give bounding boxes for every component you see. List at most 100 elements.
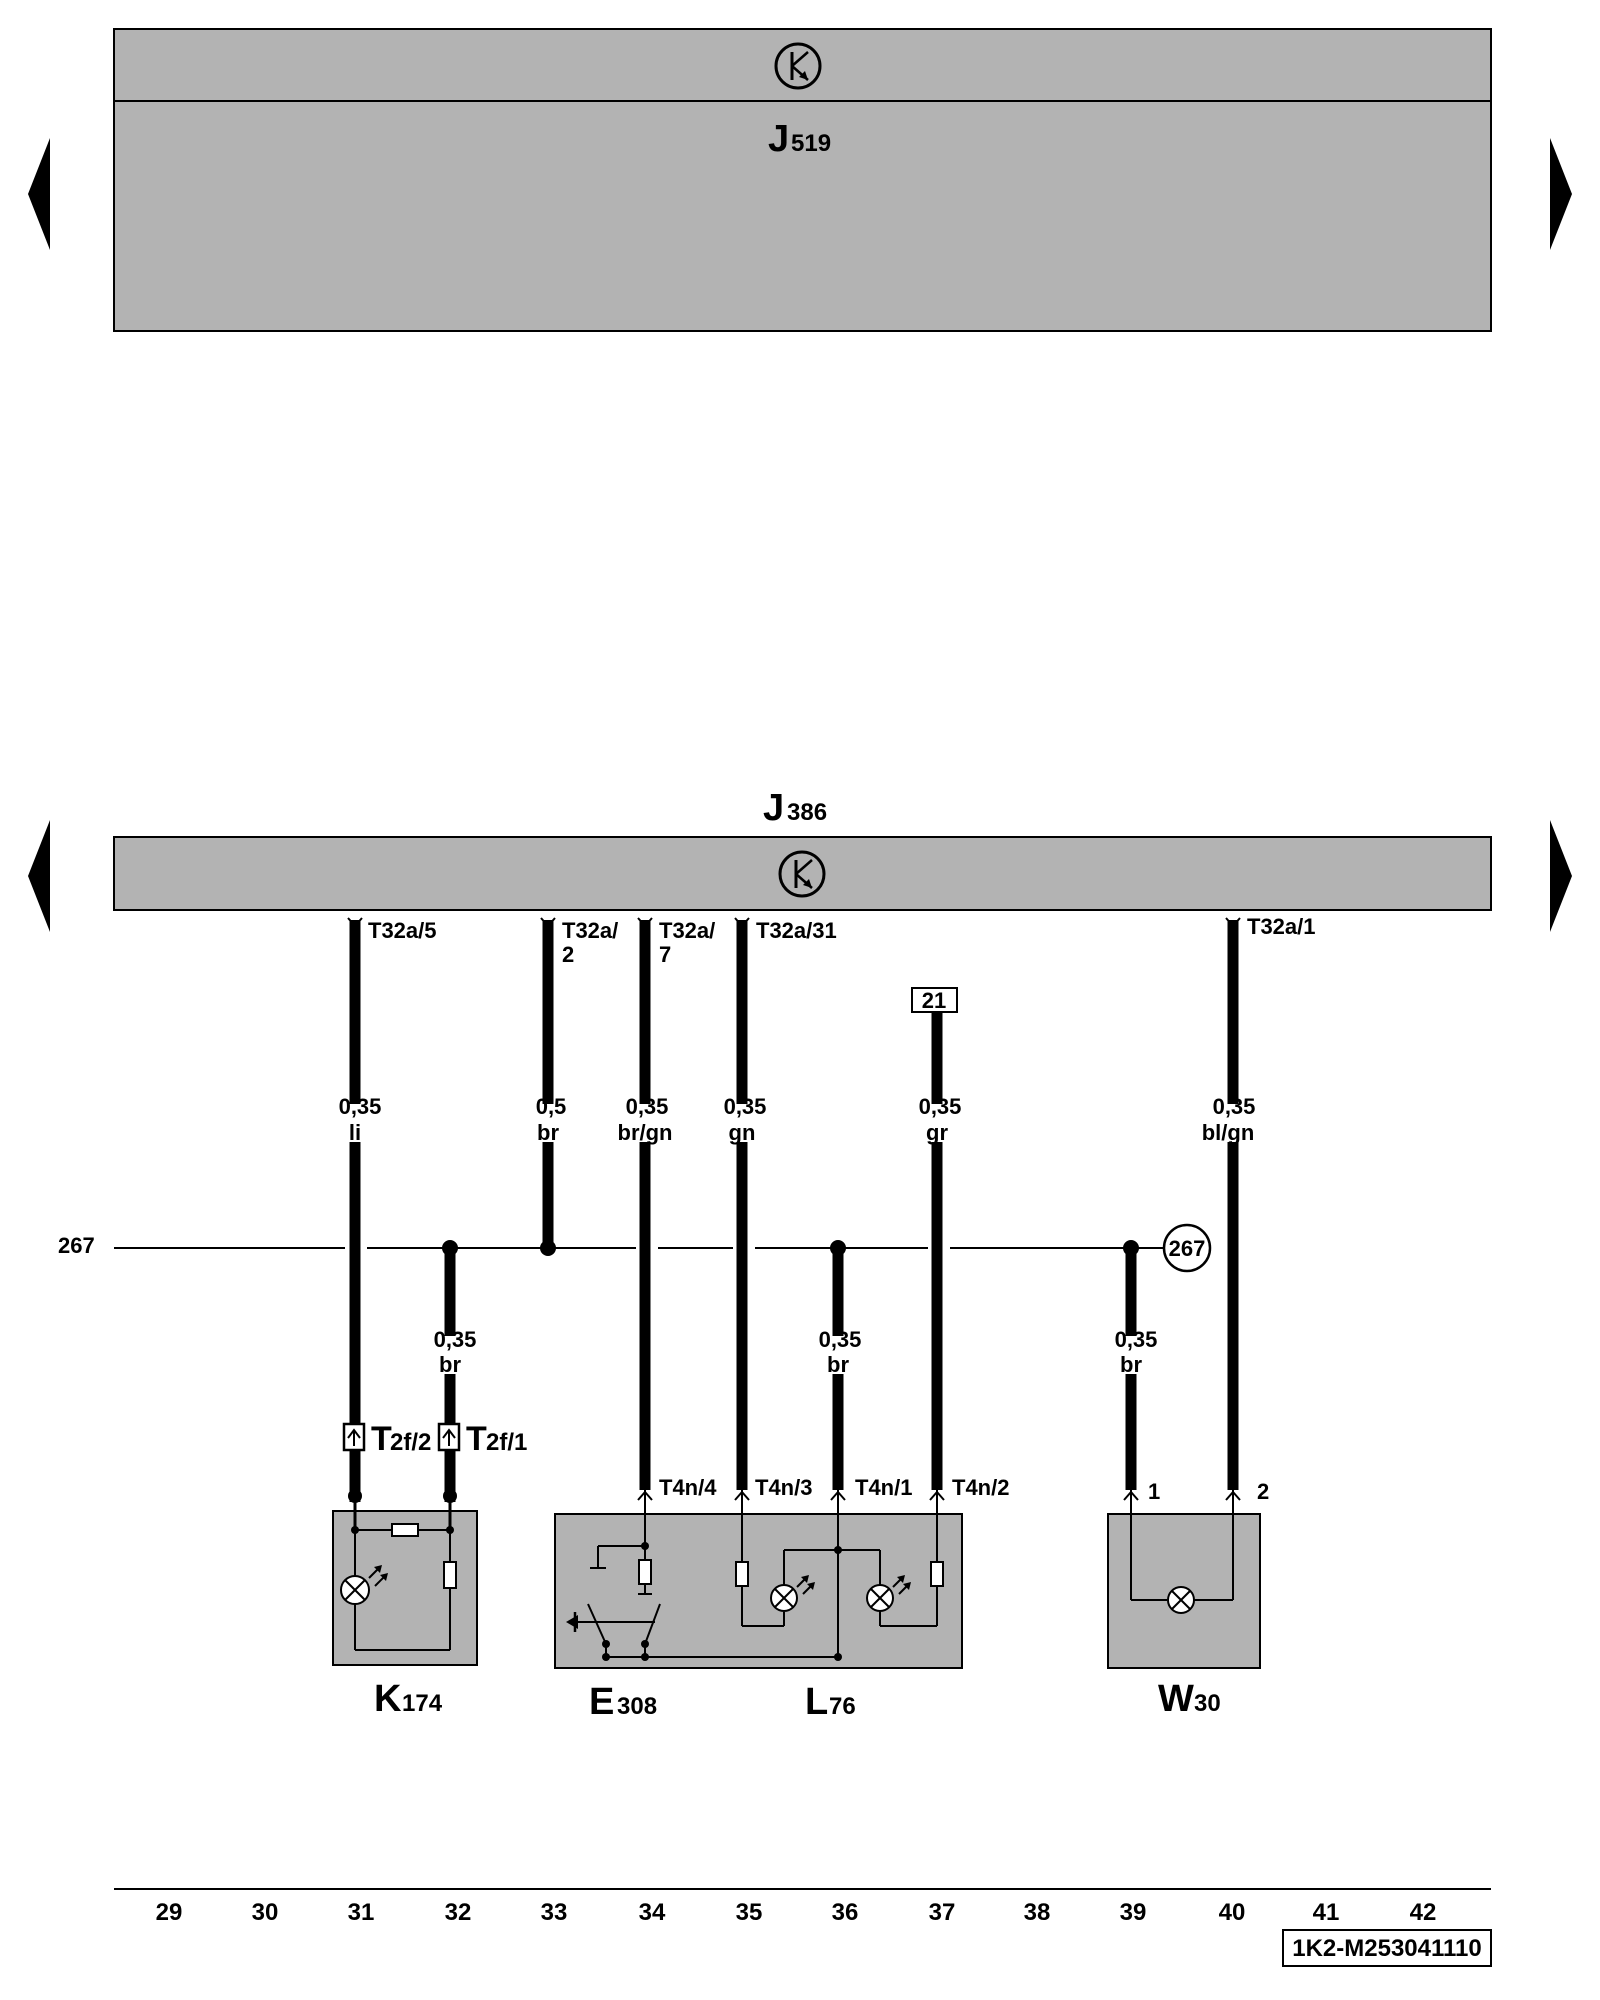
reference-box (911, 987, 958, 1013)
diagram-code-box (1282, 1929, 1492, 1967)
pin-label-line2: 7 (659, 942, 671, 967)
j386-label-sub: 386 (787, 799, 827, 826)
connector-label-main: T (466, 1420, 487, 1458)
pin-label: T32a/ (562, 918, 618, 943)
grid-number: 32 (445, 1899, 472, 1926)
component-w30: 1 2 W 30 (1107, 1479, 1269, 1720)
pin-label: T32a/1 (1247, 914, 1316, 939)
wire-size: 0,35 (1115, 1327, 1158, 1352)
wire-color: br (537, 1120, 559, 1145)
wire-t32a-31: T32a/31 0,35 gn (724, 917, 837, 1490)
pin-label: T4n/4 (659, 1475, 717, 1500)
transistor-icon (778, 850, 826, 898)
grid-number: 33 (541, 1899, 568, 1926)
pin-label: T32a/5 (368, 918, 437, 943)
prev-page-arrow-icon[interactable] (28, 138, 50, 250)
grid-number: 30 (252, 1899, 279, 1926)
j519-body (113, 28, 1492, 332)
pin-label: T4n/2 (952, 1475, 1009, 1500)
j519-label-sub: 519 (791, 130, 831, 157)
wire-size: 0,35 (339, 1094, 382, 1119)
wire-color: gn (729, 1120, 756, 1145)
wire-color: br (827, 1352, 849, 1377)
pin-label: 2 (1257, 1479, 1269, 1504)
wire-color: br (439, 1352, 461, 1377)
ground-ref-circle (1162, 1223, 1212, 1273)
grid-number: 34 (639, 1899, 666, 1926)
grid-number: 40 (1219, 1899, 1246, 1926)
wire-size: 0,35 (724, 1094, 767, 1119)
grid-number: 37 (929, 1899, 956, 1926)
wire-size: 0,35 (626, 1094, 669, 1119)
e308-label-sub: 308 (617, 1693, 657, 1720)
component-k174: K 174 (332, 1489, 478, 1720)
connector-t2f1: T 2f/1 (437, 1420, 527, 1458)
l76-label-sub: 76 (829, 1693, 856, 1720)
j386-body (113, 836, 1492, 911)
grid-number: 41 (1313, 1899, 1340, 1926)
transistor-icon (774, 42, 822, 90)
control-unit-j386: J 386 (113, 787, 1492, 911)
w30-label-sub: 30 (1194, 1690, 1221, 1717)
w30-label-main: W (1158, 1678, 1194, 1720)
bulb-icon (1167, 1586, 1195, 1614)
ground-line-267: 267 267 (58, 1223, 1212, 1273)
grid-number: 42 (1410, 1899, 1437, 1926)
connector-t2f2: T 2f/2 (342, 1420, 431, 1458)
pin-label: 1 (1148, 1479, 1160, 1504)
wire-t32a-2: T32a/ 2 0,5 br (536, 917, 618, 1248)
wire-size: 0,35 (434, 1327, 477, 1352)
led-icon (770, 1575, 815, 1612)
connector-label-sub: 2f/1 (486, 1429, 527, 1456)
pin-label: T32a/31 (756, 918, 837, 943)
j386-label-main: J (763, 787, 784, 829)
grid-numbers: 29 30 31 32 33 34 35 36 37 38 39 40 41 4… (156, 1899, 1437, 1926)
component-e308-l76: T4n/4 T4n/3 T4n/1 T4n/2 (554, 1475, 1009, 1723)
wire-color: li (349, 1120, 361, 1145)
wire-size: 0,35 (1213, 1094, 1256, 1119)
resistor-icon (391, 1523, 419, 1537)
ground-wire-36: 0,35 br (819, 1248, 862, 1490)
wire-t32a-7: T32a/ 7 0,35 br/gn (618, 917, 715, 1490)
reference-label: 21 (922, 988, 946, 1013)
connector-label-main: T (371, 1420, 392, 1458)
next-page-arrow-icon[interactable] (1550, 820, 1572, 932)
j519-label-main: J (768, 118, 789, 160)
l76-label-main: L (805, 1681, 828, 1723)
next-page-arrow-icon[interactable] (1550, 138, 1572, 250)
ground-line-ref: 267 (58, 1233, 95, 1258)
led-icon (340, 1565, 388, 1605)
pin-label: T4n/1 (855, 1475, 912, 1500)
wire-t32a-5: T32a/5 0,35 li (339, 917, 437, 1502)
pin-label: T32a/ (659, 918, 715, 943)
resistor-icon (930, 1561, 944, 1587)
resistor-icon (735, 1561, 749, 1587)
pin-label: T4n/3 (755, 1475, 812, 1500)
control-unit-j519: J 519 (113, 28, 1492, 332)
ground-wire-39: 0,35 br (1115, 1248, 1158, 1490)
connector-label-sub: 2f/2 (390, 1429, 431, 1456)
wire-color: br/gn (618, 1120, 673, 1145)
grid-number: 31 (348, 1899, 375, 1926)
ground-wire-32: 0,35 br (434, 1248, 477, 1502)
switch-icon (566, 1542, 842, 1661)
grid-number: 39 (1120, 1899, 1147, 1926)
wire-color: gr (926, 1120, 948, 1145)
wire-size: 0,5 (536, 1094, 567, 1119)
prev-page-arrow-icon[interactable] (28, 820, 50, 932)
resistor-icon (443, 1561, 457, 1589)
grid-number: 36 (832, 1899, 859, 1926)
wire-color: bl/gn (1202, 1120, 1255, 1145)
k174-label-main: K (374, 1678, 402, 1720)
ground-ref-circle-label: 267 (1169, 1236, 1206, 1261)
wire-size: 0,35 (819, 1327, 862, 1352)
wire-ref-21: 21 0,35 gr (911, 987, 962, 1490)
e308-l76-body (554, 1513, 963, 1669)
grid-number: 29 (156, 1899, 183, 1926)
wire-size: 0,35 (919, 1094, 962, 1119)
wire-color: br (1120, 1352, 1142, 1377)
e308-label-main: E (589, 1681, 614, 1723)
pin-label-line2: 2 (562, 942, 574, 967)
k174-label-sub: 174 (402, 1690, 443, 1717)
